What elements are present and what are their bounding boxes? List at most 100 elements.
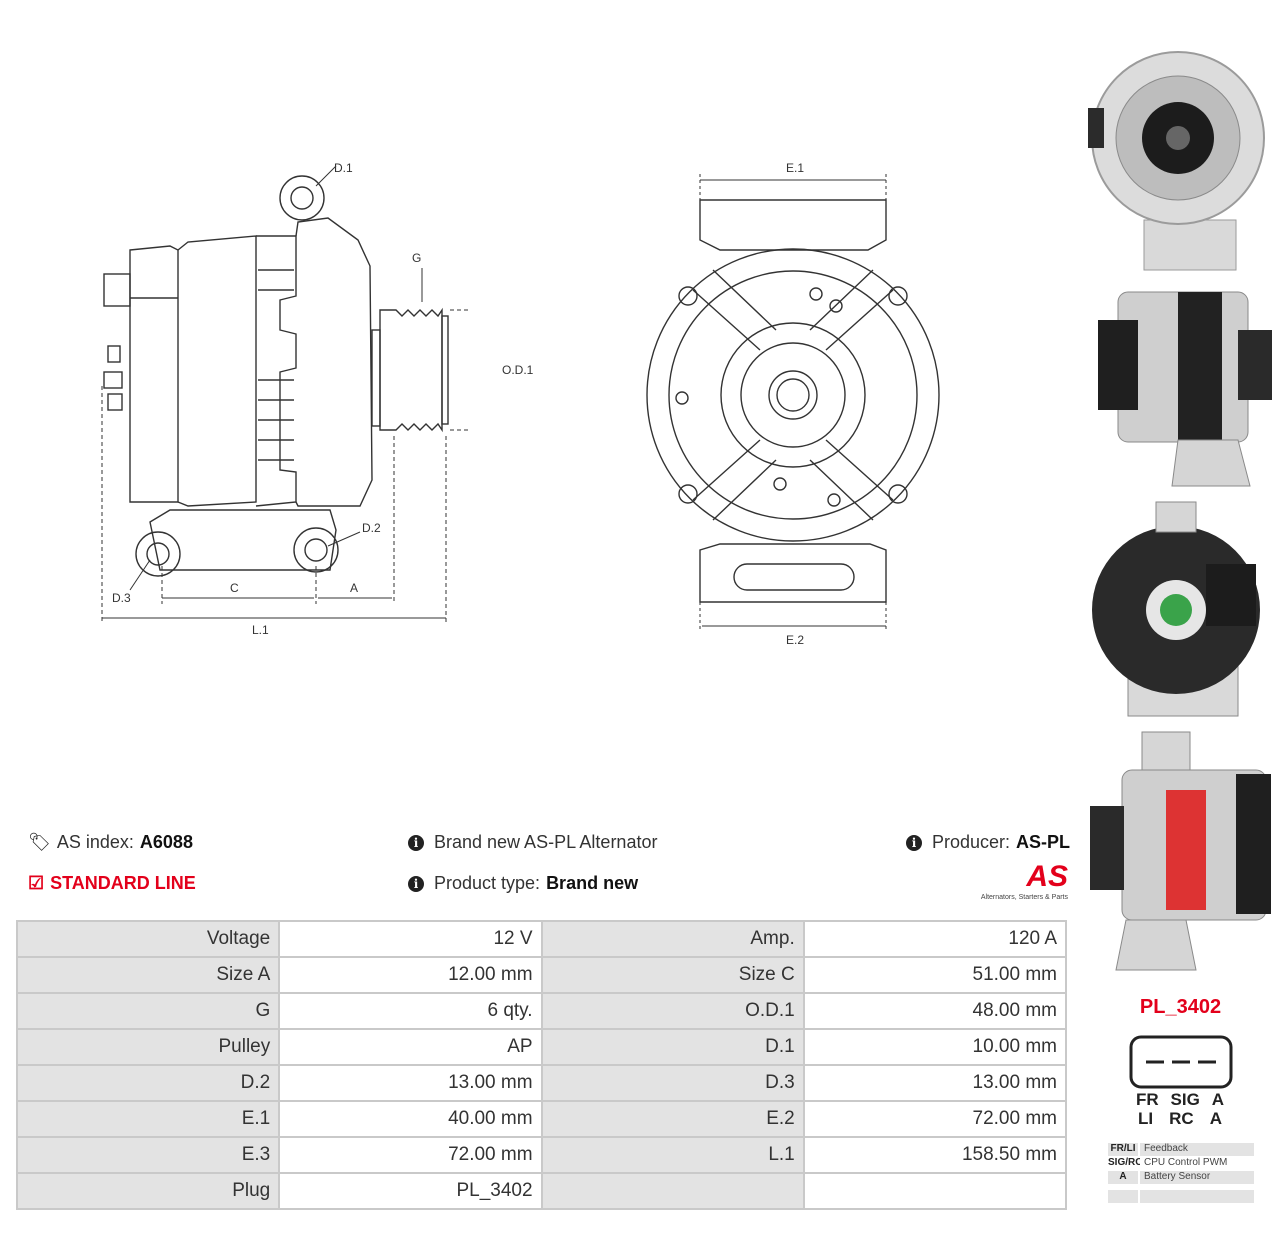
legend-code: FR/LI — [1108, 1143, 1138, 1156]
product-type-value: Brand new — [546, 873, 639, 893]
as-index-row: 🏷 AS index: A6088 — [28, 832, 193, 853]
label-e1: E.1 — [786, 161, 804, 175]
as-index-label: AS index: — [56, 832, 134, 852]
legend-desc: Battery Sensor — [1140, 1171, 1254, 1184]
pin-label: LI — [1138, 1109, 1154, 1128]
spec-key: E.3 — [15, 1136, 281, 1174]
pin-row-2: LI RC A — [1130, 1109, 1230, 1128]
legend-desc: Feedback — [1140, 1143, 1254, 1156]
od1-label-wrap: O.D.1 — [502, 363, 534, 377]
label-l1: L.1 — [252, 623, 269, 637]
standard-line-label: STANDARD LINE — [50, 873, 196, 893]
as-index-value: A6088 — [139, 832, 193, 852]
plug-pin-labels: FR SIG A LI RC A — [1130, 1090, 1230, 1128]
plug-diagram — [1129, 1035, 1233, 1089]
side-view-drawing: D.1 G D.2 D.3 C A L.1 — [101, 161, 470, 637]
info-icon: i — [408, 875, 424, 892]
spec-value: 6 qty. — [278, 992, 543, 1030]
label-a: A — [350, 581, 358, 595]
spec-value: 72.00 mm — [802, 1100, 1068, 1138]
product-photo-rear — [1092, 501, 1260, 717]
spec-key: D.2 — [15, 1064, 281, 1102]
label-d1: D.1 — [334, 161, 353, 175]
front-view-drawing: E.1 E.2 — [646, 161, 940, 647]
legend-desc — [1140, 1190, 1254, 1203]
spec-value — [802, 1172, 1068, 1210]
legend-row: SIG/RC CPU Control PWM — [1108, 1157, 1254, 1170]
spec-key: Voltage — [15, 920, 281, 958]
standard-line-row: ☑ STANDARD LINE — [28, 873, 196, 894]
spec-key: G — [15, 992, 281, 1030]
producer-label: Producer: — [932, 832, 1011, 852]
info-icon: i — [408, 834, 424, 851]
label-c: C — [230, 581, 239, 595]
pin-row-1: FR SIG A — [1130, 1090, 1230, 1109]
product-photo-front — [1088, 51, 1265, 271]
label-g: G — [412, 251, 421, 265]
spec-key: Amp. — [540, 920, 805, 958]
as-logo: AS Alternators, Starters & Parts — [964, 860, 1068, 902]
spec-value: PL_3402 — [278, 1172, 543, 1210]
as-logo-tagline: Alternators, Starters & Parts — [980, 894, 1068, 901]
legend-row — [1108, 1190, 1254, 1203]
spec-key: L.1 — [540, 1136, 805, 1174]
legend-row: FR/LI Feedback — [1108, 1143, 1254, 1156]
as-logo-mark: AS — [1026, 860, 1068, 893]
brand-new-row: i Brand new AS-PL Alternator — [408, 832, 657, 853]
spec-value: 13.00 mm — [278, 1064, 543, 1102]
brand-new-text: Brand new AS-PL Alternator — [434, 832, 658, 852]
spec-key: Plug — [15, 1172, 281, 1210]
spec-value: AP — [278, 1028, 543, 1066]
legend-row: A Battery Sensor — [1108, 1171, 1254, 1184]
spec-value: 10.00 mm — [802, 1028, 1068, 1066]
pin-label: A — [1211, 1090, 1225, 1109]
spec-value: 12 V — [278, 920, 543, 958]
legend-code: SIG/RC — [1108, 1157, 1143, 1170]
spec-key: E.1 — [15, 1100, 281, 1138]
spec-value: 48.00 mm — [802, 992, 1068, 1030]
legend-code: A — [1108, 1171, 1138, 1184]
tag-icon: 🏷 — [28, 832, 51, 852]
spec-value: 72.00 mm — [278, 1136, 543, 1174]
pin-label: RC — [1169, 1109, 1194, 1128]
pin-label: FR — [1135, 1090, 1159, 1109]
spec-key: O.D.1 — [540, 992, 805, 1030]
spec-key: Size A — [15, 956, 281, 994]
spec-value: 120 A — [802, 920, 1068, 958]
spec-key: D.3 — [540, 1064, 805, 1102]
pin-label: SIG — [1170, 1090, 1200, 1109]
spec-key: Pulley — [15, 1028, 281, 1066]
spec-key: D.1 — [540, 1028, 805, 1066]
check-square-icon: ☑ — [28, 873, 45, 893]
spec-key — [540, 1172, 805, 1210]
label-e2: E.2 — [786, 633, 804, 647]
product-photo-side — [1098, 291, 1272, 487]
pin-label: A — [1209, 1109, 1222, 1128]
spec-key: E.2 — [540, 1100, 805, 1138]
producer-value: AS-PL — [1016, 832, 1071, 852]
plug-code: PL_3402 — [1139, 996, 1222, 1018]
label-od1: O.D.1 — [502, 363, 534, 377]
spec-value: 51.00 mm — [802, 956, 1068, 994]
label-d3: D.3 — [112, 591, 131, 605]
spec-value: 13.00 mm — [802, 1064, 1068, 1102]
spec-key: Size C — [540, 956, 805, 994]
legend-code — [1108, 1190, 1138, 1203]
product-photo-side-2 — [1090, 731, 1271, 971]
label-d2: D.2 — [362, 521, 381, 535]
producer-row: i Producer: AS-PL — [906, 832, 1070, 853]
plug-legend: FR/LI Feedback SIG/RC CPU Control PWM A … — [1108, 1143, 1254, 1204]
product-type-label: Product type: — [434, 873, 541, 893]
legend-desc: CPU Control PWM — [1140, 1157, 1254, 1170]
info-icon: i — [906, 834, 922, 851]
product-type-row: i Product type: Brand new — [408, 873, 638, 894]
